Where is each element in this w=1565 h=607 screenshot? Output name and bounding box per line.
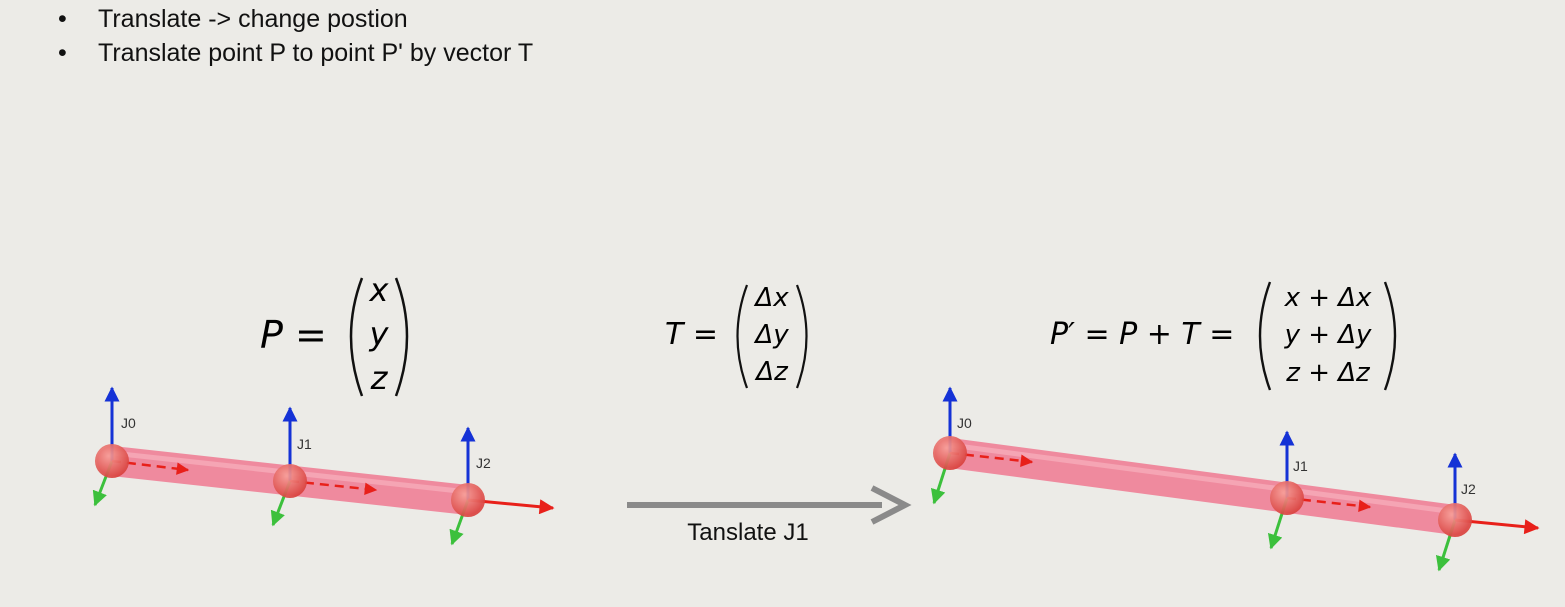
arrow-head (870, 485, 912, 525)
left-paren (736, 284, 749, 389)
joint-j2: J2 (1435, 452, 1540, 572)
bullet-list: Translate -> change postion Translate po… (58, 2, 533, 70)
bone-segment (935, 438, 1470, 535)
transition-arrow: Tanslate J1 (627, 485, 912, 546)
joint-label: J1 (1293, 458, 1308, 474)
vector-p-y: y (369, 315, 390, 353)
vector-t-x: Δx (753, 283, 789, 313)
bone-highlight (947, 442, 1458, 515)
left-paren (349, 277, 364, 397)
joint-j1: J1 (270, 406, 378, 527)
equation-t: T = Δx Δy Δz (665, 283, 808, 389)
chain-before: J0 J1 J2 (92, 386, 555, 546)
right-paren (795, 284, 808, 389)
arrow-label: Tanslate J1 (687, 519, 808, 546)
joint-label: J0 (957, 415, 972, 431)
joint-sphere (933, 436, 967, 470)
joint-sphere (1270, 481, 1304, 515)
vector-pp-x: x + Δx (1284, 283, 1372, 313)
vector-t-z: Δz (754, 357, 789, 387)
x-axis-arrow (949, 451, 1034, 467)
bullet-item: Translate -> change postion (58, 2, 533, 36)
joint-j0: J0 (92, 386, 190, 507)
left-paren (1258, 281, 1272, 391)
equation-p-lhs: P = (260, 313, 327, 357)
equation-p-prime: P′ = P + T = x + Δx y + Δy z + Δz (1050, 281, 1397, 391)
joint-sphere (1438, 503, 1472, 537)
vector-t-y: Δy (753, 320, 789, 350)
joint-j1: J1 (1267, 430, 1372, 550)
x-axis-arrow (111, 459, 190, 475)
joint-label: J2 (1461, 481, 1476, 497)
right-paren (1383, 281, 1397, 391)
joint-label: J1 (297, 436, 312, 452)
equation-p: P = x y z (260, 271, 409, 397)
joint-label: J0 (121, 415, 136, 431)
joint-label: J2 (476, 455, 491, 471)
joint-j0: J0 (930, 386, 1034, 505)
chain-after: J0 J1 J2 (930, 386, 1540, 572)
vector-p-z: z (370, 359, 389, 397)
joint-j2: J2 (449, 426, 555, 546)
vector-p-x: x (369, 271, 390, 309)
equation-p-prime-lhs: P′ = P + T = (1050, 317, 1234, 352)
vector-pp-z: z + Δz (1285, 358, 1371, 388)
bullet-item: Translate point P to point P' by vector … (58, 36, 533, 70)
joint-sphere (451, 483, 485, 517)
vector-pp-y: y + Δy (1284, 320, 1372, 350)
joint-sphere (95, 444, 129, 478)
right-paren (394, 277, 409, 397)
joint-sphere (273, 464, 307, 498)
equation-t-lhs: T = (665, 317, 718, 352)
